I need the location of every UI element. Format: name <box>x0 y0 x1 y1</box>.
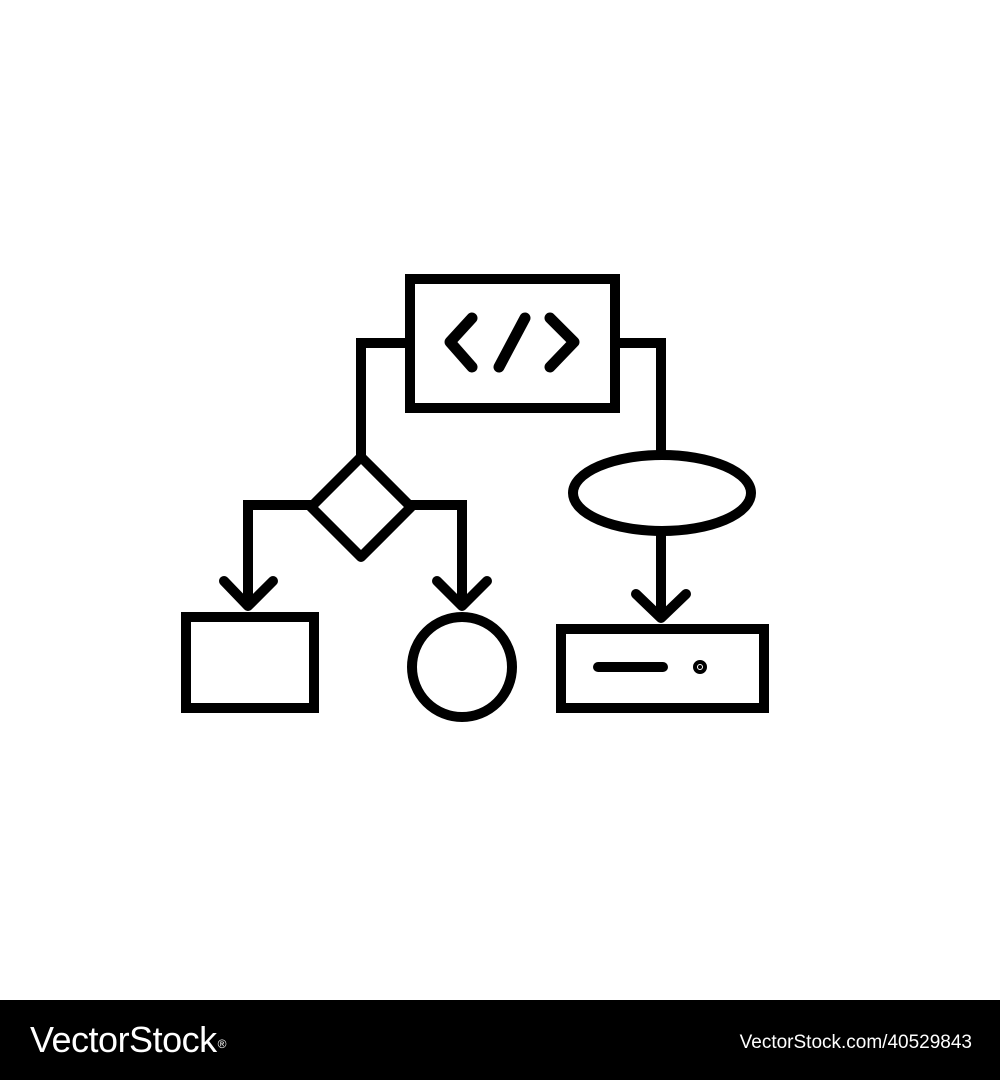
arrow-left-head <box>219 576 278 611</box>
image-id-text: VectorStock.com/40529843 <box>739 1032 972 1053</box>
code-glyph-icon <box>444 312 580 373</box>
process-ellipse-shape <box>568 450 756 536</box>
arrow-middle-head <box>432 576 492 611</box>
flowchart-illustration <box>181 274 769 722</box>
server-box-shape <box>556 624 769 713</box>
output-rect-shape <box>181 612 319 713</box>
terminal-circle-shape <box>407 612 517 722</box>
brand-name: VectorStock <box>30 1019 217 1060</box>
code-flowchart-icon <box>181 274 769 722</box>
registered-mark: ® <box>217 1037 227 1051</box>
arrow-right-head <box>631 589 691 623</box>
footer-bar: VectorStock® VectorStock.com/40529843 <box>0 1000 1000 1080</box>
server-dot <box>693 660 707 674</box>
connector-left <box>356 338 410 455</box>
branch-right-line <box>411 500 467 606</box>
connector-right <box>615 338 666 455</box>
decision-diamond-shape <box>306 452 416 562</box>
brand-logo: VectorStock® <box>30 1018 226 1062</box>
branch-left-line <box>243 500 311 606</box>
